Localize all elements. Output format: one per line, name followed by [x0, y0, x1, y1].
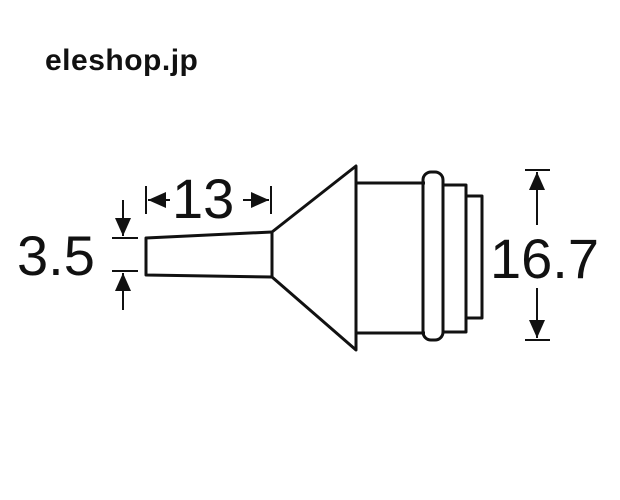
- dimension-tip-diameter: [112, 200, 138, 310]
- nozzle-body: [356, 181, 425, 335]
- site-logo-text: eleshop.jp: [45, 44, 199, 77]
- nozzle-tip: [144, 230, 273, 279]
- nozzle-cap: [466, 194, 484, 320]
- dimension-tip-length: [145, 186, 272, 214]
- nozzle-outline: [144, 164, 484, 352]
- body-diameter-label: 16.7: [490, 227, 599, 290]
- dimension-body-diameter: [525, 169, 550, 341]
- tip-diameter-label: 3.5: [17, 224, 95, 287]
- nozzle-cone: [270, 164, 358, 352]
- nozzle-rear: [443, 183, 468, 334]
- tip-length-label: 13: [172, 167, 234, 230]
- nozzle-ring: [421, 170, 445, 342]
